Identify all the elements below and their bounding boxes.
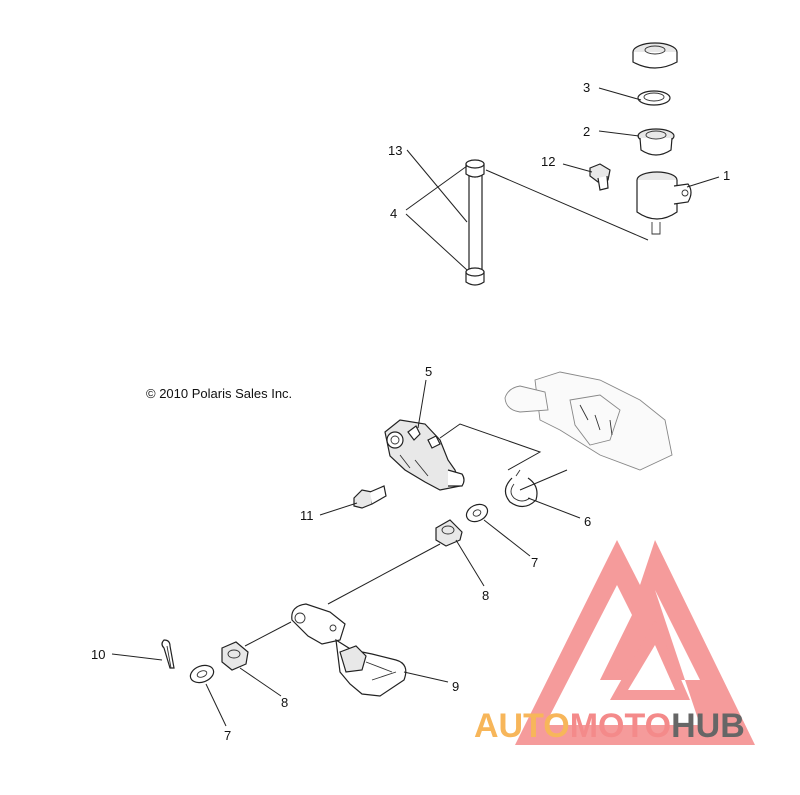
leader-lines <box>111 87 720 727</box>
washer-right-icon <box>465 503 489 523</box>
reservoir-cap-icon <box>632 42 678 69</box>
snap-ring-icon <box>504 469 538 508</box>
reservoir-hose-icon <box>467 170 483 279</box>
watermark-logo-icon <box>515 540 755 745</box>
callout-7-left: 7 <box>224 728 231 743</box>
callout-12: 12 <box>541 154 555 169</box>
callout-11: 11 <box>300 508 314 523</box>
copyright-notice: © 2010 Polaris Sales Inc. <box>146 386 293 401</box>
callout-5: 5 <box>425 364 432 379</box>
watermark-brand-part1: AUTO <box>474 707 570 745</box>
callout-6: 6 <box>584 514 591 529</box>
callout-8-left: 8 <box>281 695 288 710</box>
callout-3: 3 <box>583 80 590 95</box>
diaphragm-plate-icon <box>637 128 675 156</box>
callout-10: 10 <box>91 647 105 662</box>
banjo-bolt-icon <box>589 163 611 191</box>
callout-8-right: 8 <box>482 588 489 603</box>
watermark-brand-part2: MOTO <box>569 707 672 745</box>
brake-pedal-icon <box>291 603 407 697</box>
frame-ghost-outline <box>504 371 673 471</box>
bushing-left-icon <box>221 641 249 671</box>
master-cylinder-icon <box>384 419 465 491</box>
callout-1: 1 <box>723 168 730 183</box>
cotter-pin-icon <box>161 639 175 669</box>
callout-2: 2 <box>583 124 590 139</box>
washer-left-icon <box>189 664 215 684</box>
callout-7-right: 7 <box>531 555 538 570</box>
watermark-brand-part3: HUB <box>671 707 745 745</box>
callout-13: 13 <box>388 143 402 158</box>
watermark-brand: AUTOMOTOHUB <box>474 707 745 746</box>
callout-labels: 1 2 3 4 5 6 7 7 8 8 9 10 11 12 13 <box>91 80 730 743</box>
mounting-bolt-icon <box>353 485 387 509</box>
callout-9: 9 <box>452 679 459 694</box>
bushing-right-icon <box>435 519 463 547</box>
master-cylinder-reservoir-icon <box>636 171 692 235</box>
callout-4: 4 <box>390 206 397 221</box>
diaphragm-icon <box>637 90 671 106</box>
hose-clamp-top-icon <box>465 159 485 178</box>
hose-clamp-bottom-icon <box>465 267 485 286</box>
